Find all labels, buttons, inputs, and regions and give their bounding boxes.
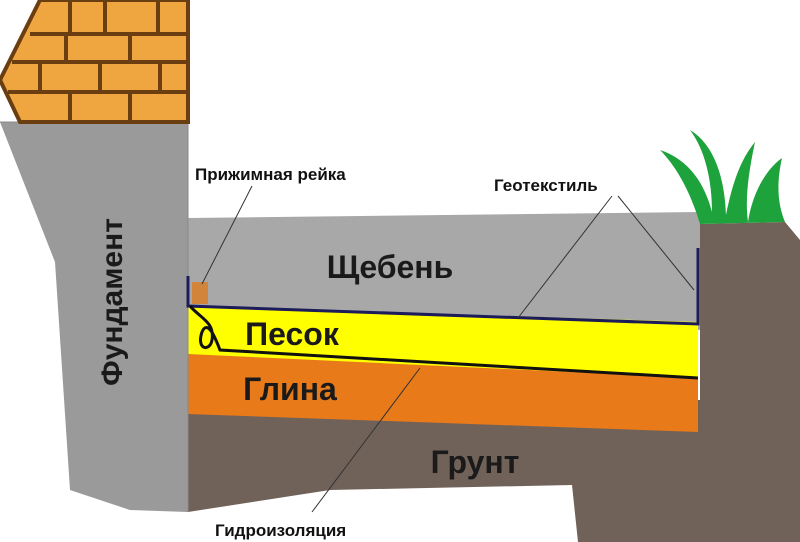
sand-label: Песок [245, 316, 340, 352]
soil-layer [188, 222, 800, 542]
leader-line-geotextile-b [617, 195, 695, 291]
grass-icon [660, 130, 785, 224]
clamp-strip-label: Прижимная рейка [195, 165, 346, 184]
foundation-wall [0, 122, 188, 512]
geotextile-label: Геотекстиль [494, 176, 598, 195]
soil-label: Грунт [431, 444, 520, 480]
waterproofing-membrane [188, 305, 699, 380]
clay-layer [188, 354, 698, 432]
clamp-strip [192, 282, 208, 304]
geotextile-membrane [186, 248, 700, 326]
leader-line-clamp [201, 185, 253, 285]
gravel-layer [188, 212, 700, 330]
brick-wall [0, 0, 190, 124]
gravel-label: Щебень [327, 249, 454, 285]
grass-blade [660, 130, 785, 224]
leader-line-waterproofing [311, 367, 421, 513]
clay-label: Глина [243, 371, 337, 407]
waterproofing-label: Гидроизоляция [215, 521, 346, 540]
foundation-label: Фундамент [96, 218, 129, 386]
leader-line-geotextile-a [517, 195, 613, 319]
